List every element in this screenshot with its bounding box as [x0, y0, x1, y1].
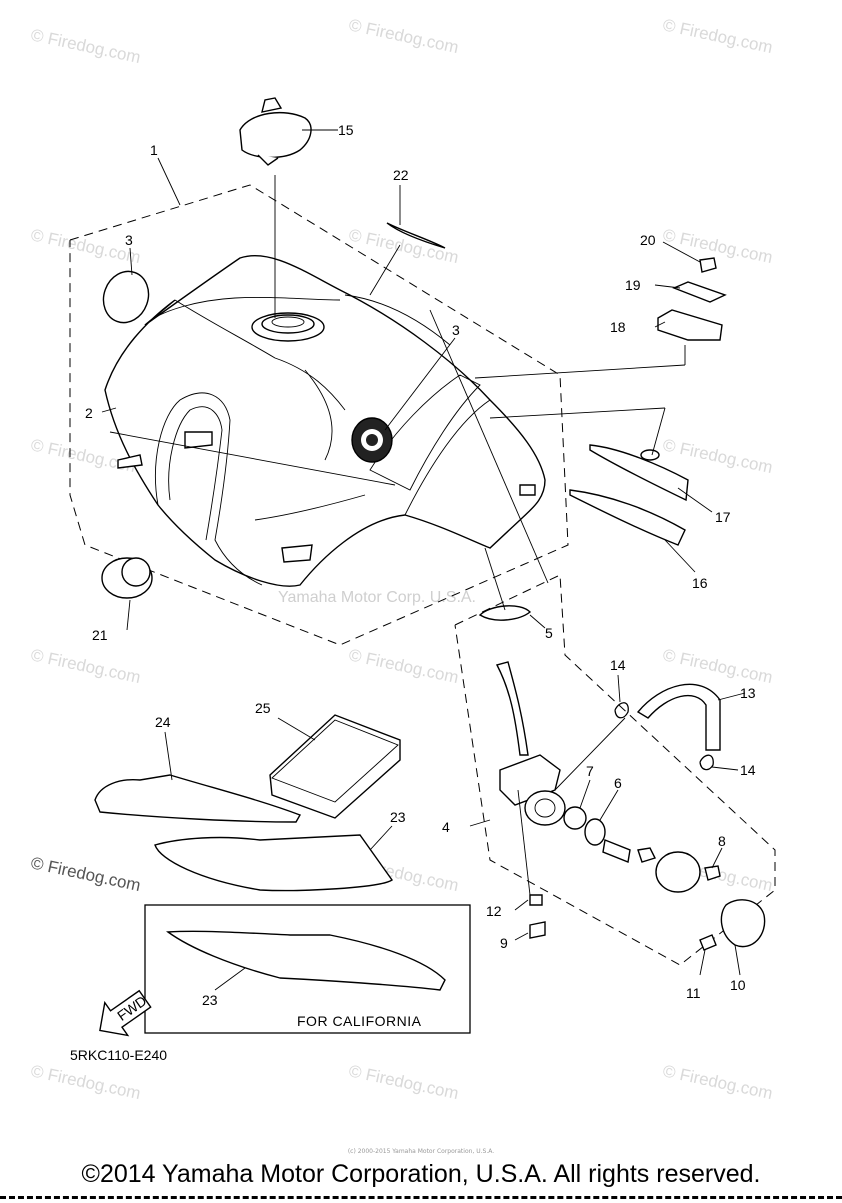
fuel-cock	[478, 605, 766, 951]
callout-7: 7	[586, 763, 594, 779]
fuel-cap	[239, 97, 312, 166]
callout-1: 1	[150, 142, 158, 158]
pad-part-23	[154, 834, 393, 892]
seal-part-22	[386, 222, 446, 249]
callout-2: 2	[85, 405, 93, 421]
callout-23: 23	[390, 809, 406, 825]
callout-4: 4	[442, 819, 450, 835]
callout-23: 23	[202, 992, 218, 1008]
callout-3: 3	[125, 232, 133, 248]
diagram-code: 5RKC110-E240	[70, 1047, 167, 1063]
fwd-arrow: FWD	[99, 989, 152, 1037]
callout-22: 22	[393, 167, 409, 183]
callout-8: 8	[718, 833, 726, 849]
callout-25: 25	[255, 700, 271, 716]
leader-lines	[101, 129, 746, 991]
watermark: © Firedog.com	[661, 15, 774, 57]
plate-part-19	[672, 281, 727, 303]
cap-part-21	[101, 557, 153, 599]
callout-19: 19	[625, 277, 641, 293]
callout-16: 16	[692, 575, 708, 591]
callout-18: 18	[610, 319, 626, 335]
watermark: © Firedog.com	[29, 1061, 142, 1103]
callout-6: 6	[614, 775, 622, 791]
watermark: © Firedog.com	[347, 645, 460, 687]
watermark: © Firedog.com	[29, 645, 142, 687]
callout-14: 14	[740, 762, 756, 778]
callout-13: 13	[740, 685, 756, 701]
callout-5: 5	[545, 625, 553, 641]
watermark: © Firedog.com	[29, 853, 142, 895]
watermark: © Firedog.com	[661, 645, 774, 687]
watermark: © Firedog.com	[661, 225, 774, 267]
copyright-notice: ©2014 Yamaha Motor Corporation, U.S.A. A…	[81, 1160, 761, 1188]
clip-part-14	[614, 702, 629, 719]
callout-21: 21	[92, 627, 108, 643]
watermark: © Firedog.com	[661, 1061, 774, 1103]
clip-part-14	[699, 754, 714, 771]
callout-14: 14	[610, 657, 626, 673]
watermark: © Firedog.com	[347, 15, 460, 57]
cock-group-frame	[454, 574, 776, 966]
callout-20: 20	[640, 232, 656, 248]
callout-10: 10	[730, 977, 746, 993]
pad-part-24	[94, 774, 302, 823]
hose-part-13	[636, 683, 721, 751]
fuel-tank	[104, 254, 546, 587]
bracket-part-17	[589, 444, 689, 502]
grommet	[640, 449, 660, 461]
watermark: © Firedog.com	[29, 25, 142, 67]
bolt-part-20	[699, 257, 717, 273]
callout-24: 24	[155, 714, 171, 730]
callout-15: 15	[338, 122, 354, 138]
callout-17: 17	[715, 509, 731, 525]
damper-part-18	[657, 309, 723, 341]
seal-part-3	[102, 270, 150, 324]
maker-watermark: Yamaha Motor Corp. U.S.A.	[278, 589, 476, 606]
callouts: 1 2 3 3 4 5 6 7 8 9 10 11 12 13 14 14 15…	[85, 122, 756, 1008]
watermark: © Firedog.com	[347, 1061, 460, 1103]
bottom-border	[0, 1196, 842, 1203]
tank-group-frame	[69, 184, 569, 646]
pad-part-25	[269, 714, 401, 819]
tiny-copyright: (c) 2000-2015 Yamaha Motor Corporation, …	[347, 1148, 495, 1155]
plate-part-16	[569, 489, 686, 546]
watermark: © Firedog.com	[661, 435, 774, 477]
callout-9: 9	[500, 935, 508, 951]
callout-3: 3	[452, 322, 460, 338]
california-box	[144, 904, 471, 1034]
pad-part-23-ca	[166, 930, 446, 991]
california-label: FOR CALIFORNIA	[297, 1013, 422, 1029]
callout-11: 11	[686, 985, 701, 1001]
callout-12: 12	[486, 903, 502, 919]
